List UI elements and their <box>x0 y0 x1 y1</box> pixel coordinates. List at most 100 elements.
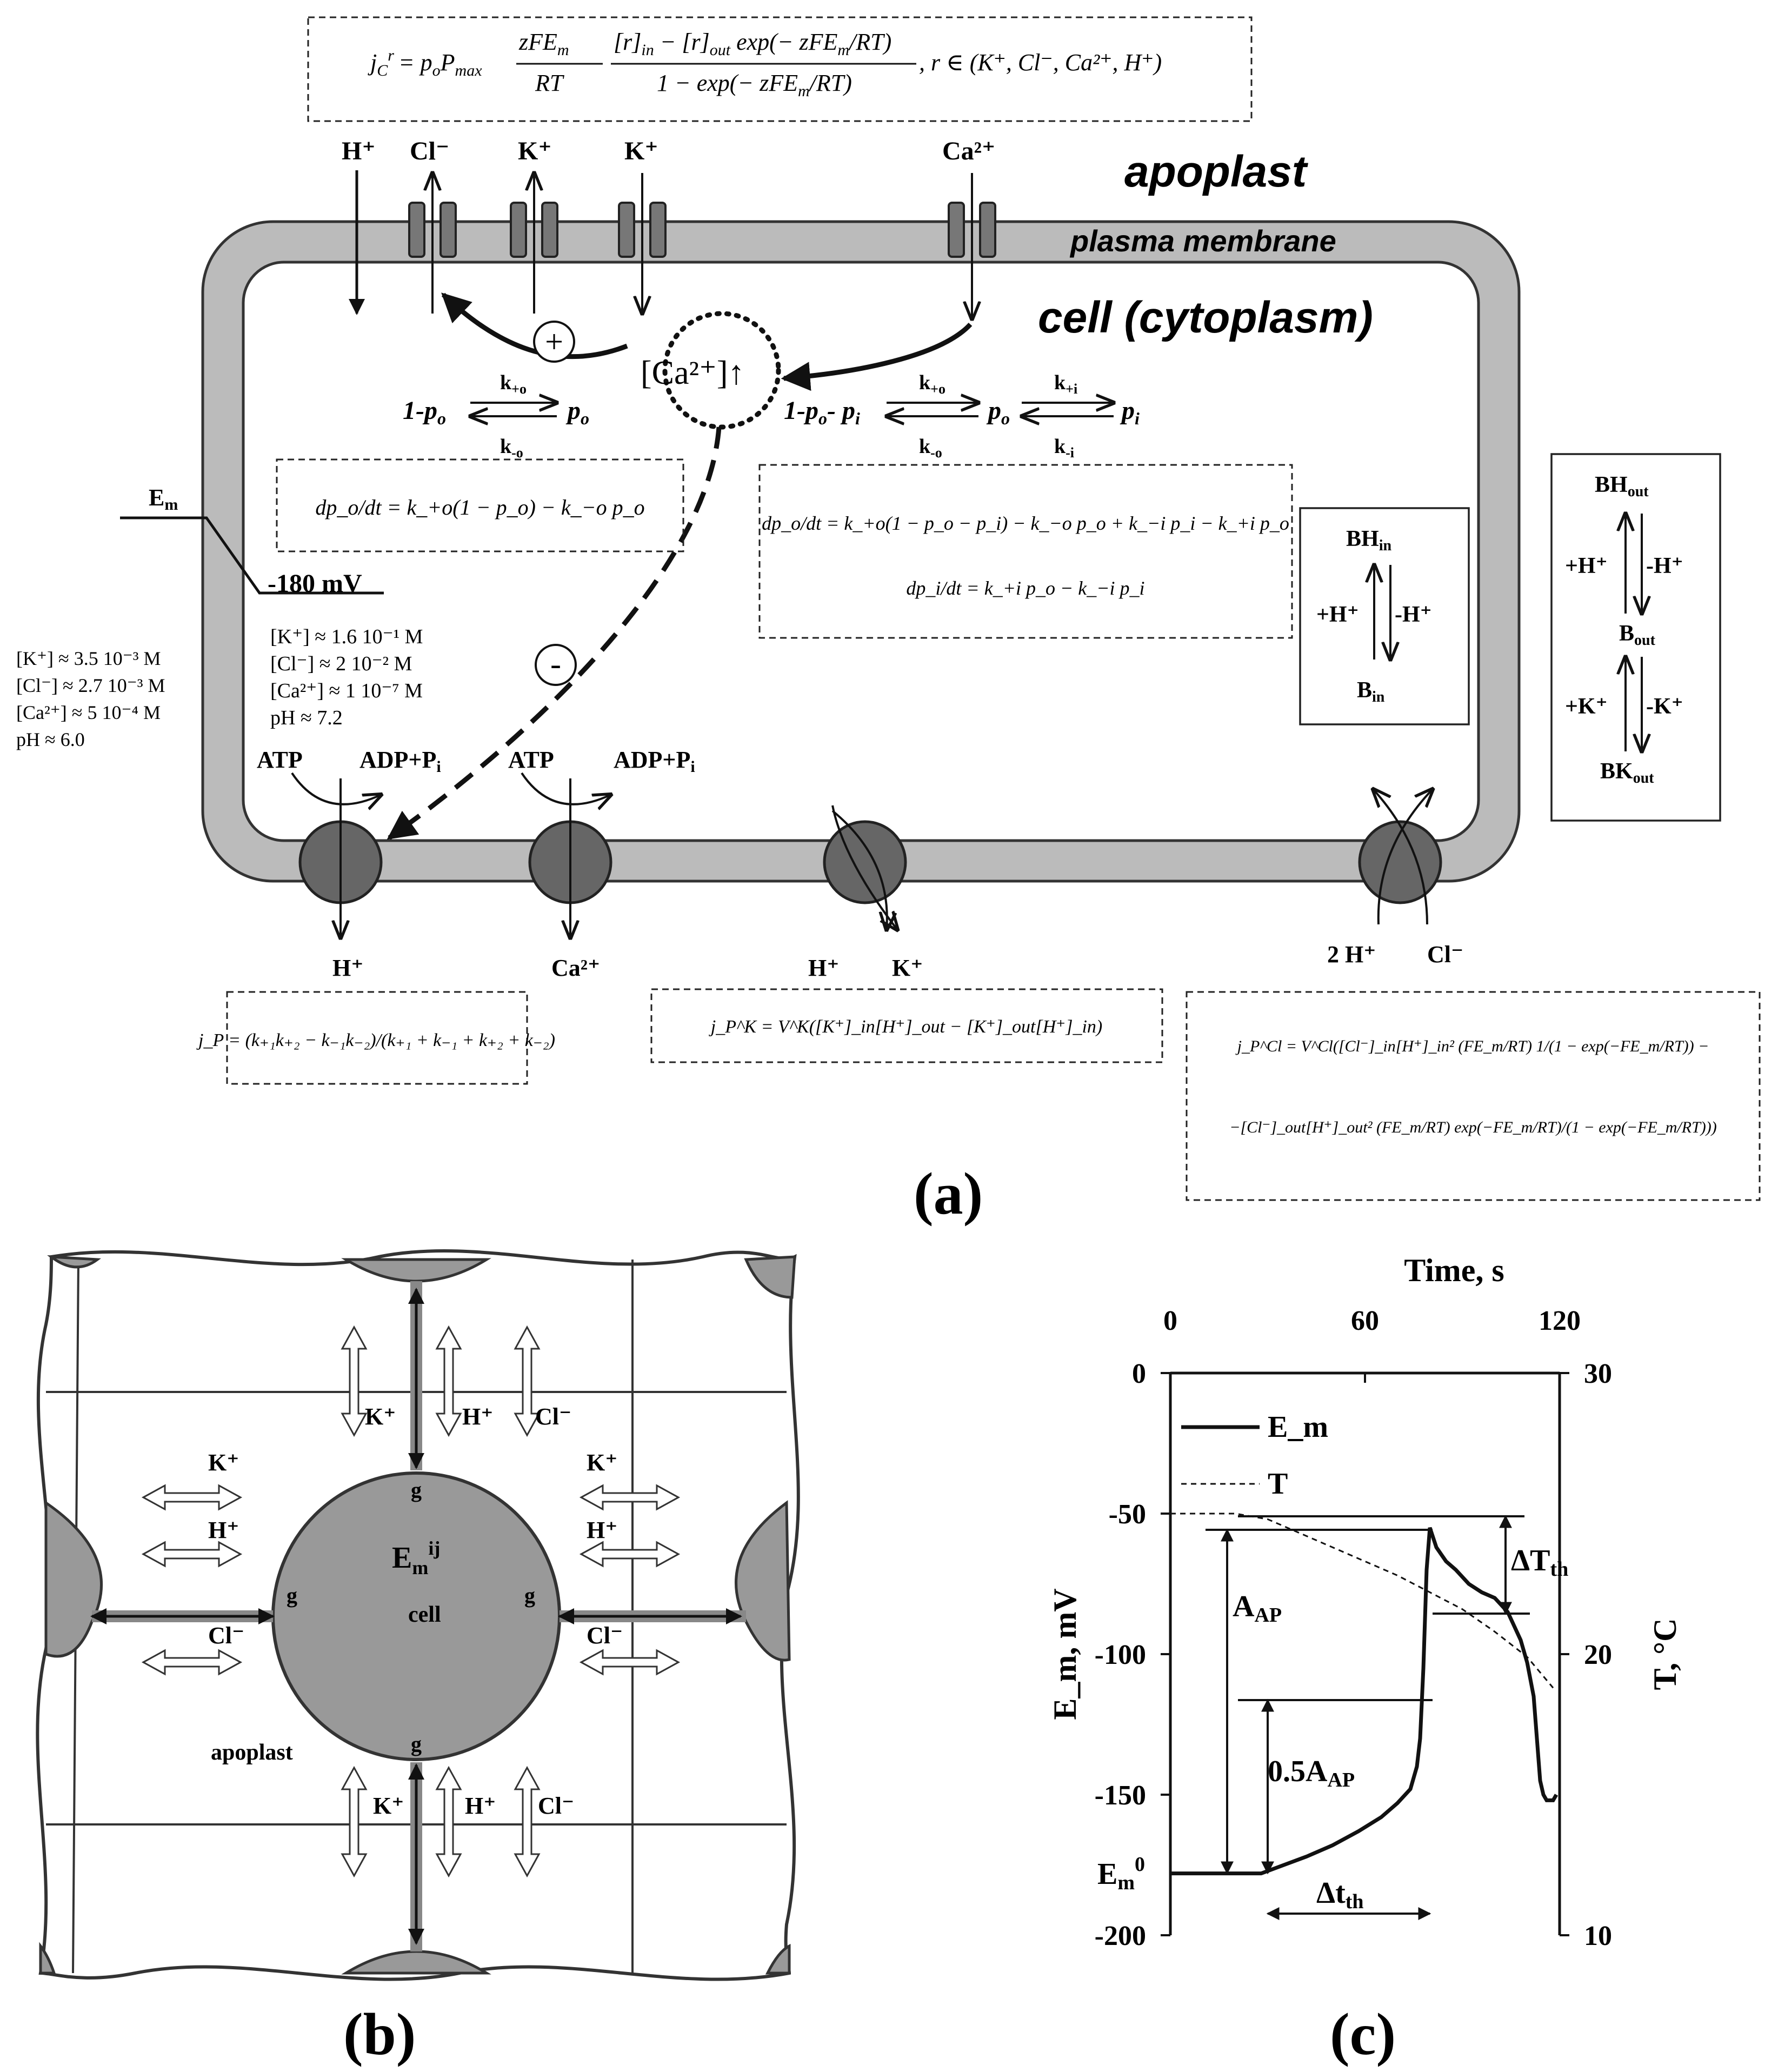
svg-text:K⁺: K⁺ <box>208 1449 239 1476</box>
chart-annotations: AAP 0.5AAP ΔTth Δtth Em0 <box>1097 1544 1568 1913</box>
y-left-tick-label: 0 <box>1132 1358 1146 1389</box>
ion-label-cl: Cl⁻ <box>410 137 449 165</box>
svg-text:jCr= poPmax: jCr= poPmax <box>368 46 482 79</box>
svg-text:1-po- pi: 1-po- pi <box>784 396 860 428</box>
svg-text:[Cl⁻] ≈ 2.7 10⁻³ M: [Cl⁻] ≈ 2.7 10⁻³ M <box>16 675 165 696</box>
svg-text:[r]in − [r]out exp(− zFEm/RT): [r]in − [r]out exp(− zFEm/RT) <box>614 29 891 59</box>
svg-text:K⁺: K⁺ <box>892 955 923 981</box>
kinetics-left: 1-po po <box>403 396 589 428</box>
y-left-tick-labels: 0 -50 -100 -150 -200 <box>1095 1358 1146 1951</box>
panel-b-label: (b) <box>343 2001 416 2067</box>
ca-activates-cl-arrow <box>441 292 628 359</box>
ca-inhibits-pump-arrow <box>387 427 722 840</box>
ca-node-label: [Ca²⁺]↑ <box>641 355 744 391</box>
panel-b: Emij cell apoplast g g g g <box>36 1249 800 2067</box>
svg-text:K⁺: K⁺ <box>365 1403 396 1430</box>
kinetics-right-rates: k+o k-o k+i k-i <box>919 371 1077 461</box>
svg-text:pH ≈ 6.0: pH ≈ 6.0 <box>16 729 85 750</box>
panel-a-label: (a) <box>914 1161 983 1227</box>
svg-text:ADP+Pi: ADP+Pi <box>614 747 695 776</box>
central-cell-em: Emij <box>392 1537 440 1578</box>
eq-jp: j_P = (k₊₁k₊₂ − k₋₁k₋₂)/(k₊₁ + k₋₁ + k₊₂… <box>196 1030 555 1050</box>
svg-text:g: g <box>524 1583 535 1608</box>
buffer-out-arrows <box>1626 514 1642 751</box>
y-left-tick-label: -50 <box>1109 1499 1146 1530</box>
ion-label-k1: K⁺ <box>518 137 552 165</box>
y-left-tick-label: -200 <box>1095 1921 1146 1951</box>
svg-text:H⁺: H⁺ <box>332 955 363 981</box>
svg-text:Bin: Bin <box>1357 678 1385 705</box>
svg-text:0.5AAP: 0.5AAP <box>1268 1755 1355 1791</box>
top-ion-labels: H⁺ Cl⁻ K⁺ K⁺ Ca²⁺ <box>342 137 995 165</box>
eq-jpcl-box <box>1186 991 1761 1201</box>
y-left-tick-label: -100 <box>1095 1640 1146 1670</box>
svg-text:k-i: k-i <box>1054 435 1074 461</box>
central-cell-label: cell <box>408 1602 441 1627</box>
y-right-tick-label: 20 <box>1584 1640 1612 1670</box>
svg-text:g: g <box>411 1732 422 1756</box>
ion-label-ca: Ca²⁺ <box>942 137 995 165</box>
svg-text:RT: RT <box>535 70 565 96</box>
svg-text:g: g <box>287 1583 297 1608</box>
eq-jpcl-1: j_P^Cl = V^Cl([Cl⁻]_in[H⁺]_in² (FE_m/RT)… <box>1235 1037 1709 1055</box>
em-label: Em <box>149 484 178 514</box>
svg-text:H⁺: H⁺ <box>587 1517 617 1543</box>
series-line-em <box>1170 1527 1559 1876</box>
x-tick-label: 120 <box>1539 1305 1581 1336</box>
svg-text:1 − exp(− zFEm/RT): 1 − exp(− zFEm/RT) <box>657 70 852 100</box>
x-tick-label: 60 <box>1351 1305 1379 1336</box>
ion-label-k2: K⁺ <box>624 137 658 165</box>
kinetics-right: 1-po- pi po pi <box>784 396 1140 428</box>
svg-text:po: po <box>986 396 1010 428</box>
svg-text:[Cl⁻] ≈ 2 10⁻² M: [Cl⁻] ≈ 2 10⁻² M <box>270 652 412 675</box>
x-tick-label: 0 <box>1163 1305 1177 1336</box>
svg-text:AAP: AAP <box>1233 1590 1282 1627</box>
svg-text:Ca²⁺: Ca²⁺ <box>551 955 600 981</box>
ion-channels <box>408 202 996 258</box>
y-right-tick-label: 30 <box>1584 1358 1612 1389</box>
svg-text:Em0: Em0 <box>1097 1853 1145 1894</box>
ca-node-circle <box>662 311 781 430</box>
panel-c-label: (c) <box>1330 2001 1396 2067</box>
minus-sign <box>535 644 577 686</box>
eq-jpk: j_P^K = V^K([K⁺]_in[H⁺]_out − [K⁺]_out[H… <box>709 1017 1102 1037</box>
svg-text:-K⁺: -K⁺ <box>1646 694 1683 719</box>
svg-text:H⁺: H⁺ <box>208 1517 239 1543</box>
cell-cytoplasm-label: cell (cytoplasm) <box>1038 293 1373 342</box>
svg-text:po: po <box>565 396 589 428</box>
series-layer <box>1170 1513 1559 1876</box>
ion-label-h: H⁺ <box>342 137 376 165</box>
atp-labels: ATP ADP+Pi ATP ADP+Pi <box>257 747 695 776</box>
ode-left: dp_o/dt = k_+o(1 − p_o) − k_−o p_o <box>315 495 644 519</box>
legend-t-label: T <box>1268 1467 1288 1501</box>
eq-jp-box <box>226 991 528 1085</box>
panel-b-ion-labels: K⁺ H⁺ Cl⁻ K⁺ H⁺ Cl⁻ K⁺ H⁺ Cl⁻ K⁺ H⁺ Cl⁻ <box>208 1403 623 1819</box>
svg-text:[Ca²⁺] ≈ 5 10⁻⁴ M: [Ca²⁺] ≈ 5 10⁻⁴ M <box>16 702 161 723</box>
conc-in: [K⁺] ≈ 1.6 10⁻¹ M [Cl⁻] ≈ 2 10⁻² M [Ca²⁺… <box>270 625 423 729</box>
neighbor-cells <box>39 1255 796 1975</box>
y-right-axis-title: T, °C <box>1647 1618 1683 1690</box>
svg-text:pi: pi <box>1120 396 1140 428</box>
svg-text:H⁺: H⁺ <box>465 1793 496 1819</box>
channel-flux-arrows <box>432 173 972 319</box>
svg-text:+H⁺: +H⁺ <box>1565 554 1608 578</box>
svg-text:K⁺: K⁺ <box>373 1793 404 1819</box>
svg-text:k-o: k-o <box>500 435 523 461</box>
kinetics-left-arrows <box>470 403 557 416</box>
series-line-t <box>1170 1513 1554 1689</box>
svg-text:Cl⁻: Cl⁻ <box>587 1622 623 1649</box>
svg-text:, r ∈ (K⁺, Cl⁻, Ca²⁺, H⁺): , r ∈ (K⁺, Cl⁻, Ca²⁺, H⁺) <box>919 49 1162 76</box>
transporter-ion-labels: H⁺ Ca²⁺ H⁺ K⁺ 2 H⁺ Cl⁻ <box>332 941 1463 981</box>
svg-text:zFEm: zFEm <box>518 29 569 59</box>
ode-right-2: dp_i/dt = k_+i p_o − k_−i p_i <box>906 577 1144 599</box>
svg-text:BHin: BHin <box>1346 527 1391 554</box>
svg-text:k+o: k+o <box>500 371 527 397</box>
svg-text:[K⁺] ≈ 3.5 10⁻³ M: [K⁺] ≈ 3.5 10⁻³ M <box>16 648 161 669</box>
em-value: -180 mV <box>268 569 362 598</box>
svg-text:Cl⁻: Cl⁻ <box>208 1622 244 1649</box>
panel-c: Time, s 0 60 120 0 -50 -100 -150 -200 30… <box>1047 1252 1683 2067</box>
buffer-out-box <box>1550 453 1721 822</box>
svg-text:2 H⁺: 2 H⁺ <box>1327 941 1376 968</box>
panel-a: jCr= poPmax zFEm RT [r]in − [r]out exp(−… <box>16 16 1761 1227</box>
